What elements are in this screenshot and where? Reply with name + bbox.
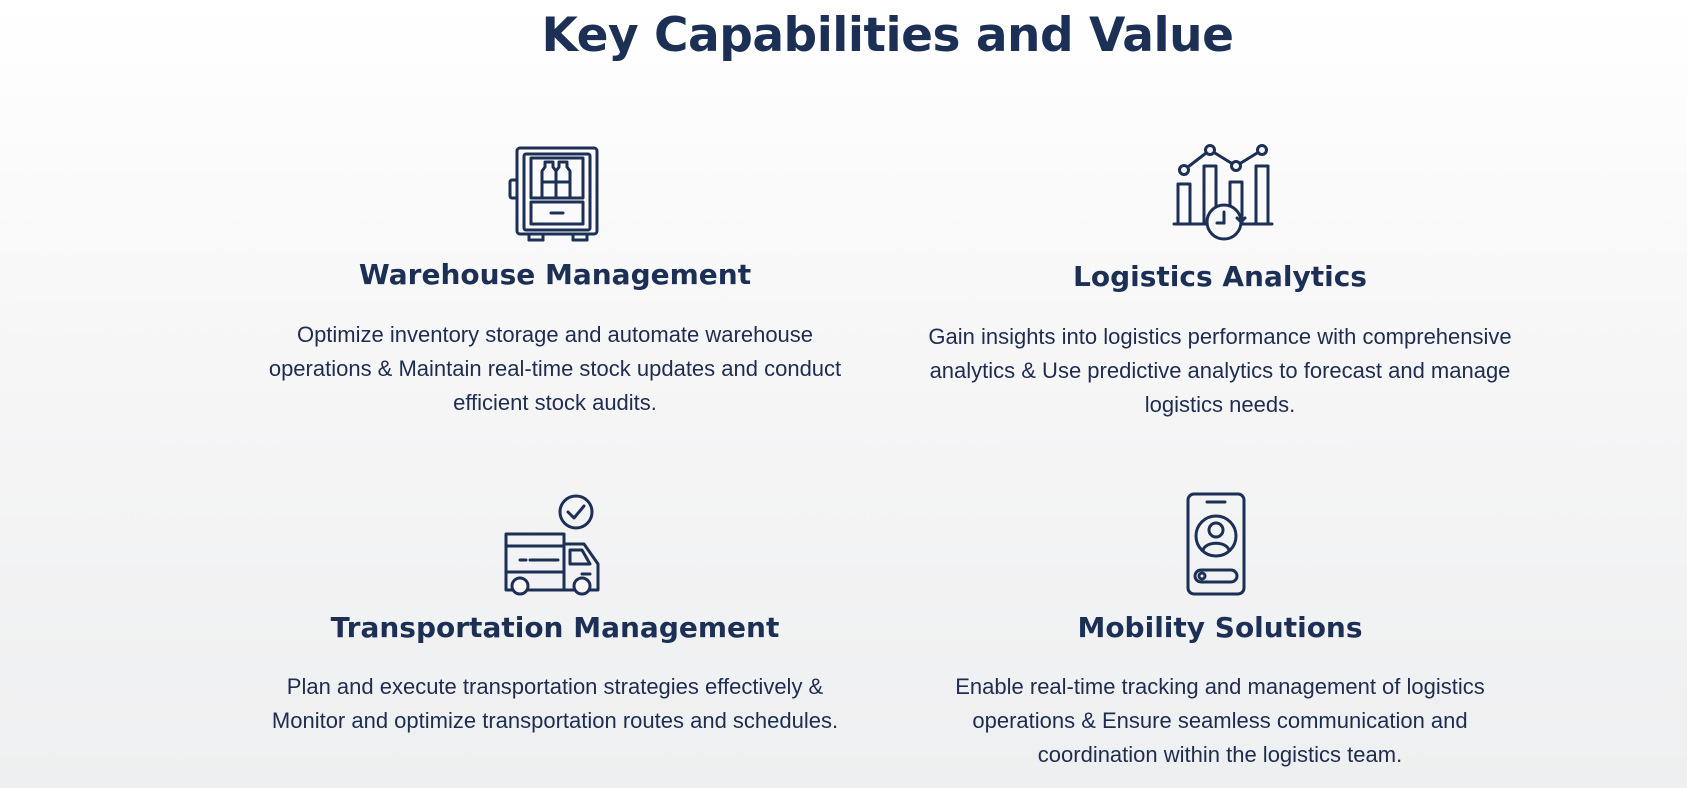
warehouse-fridge-icon [507,144,601,247]
analytics-chart-clock-icon [1172,142,1274,249]
capability-title: Mobility Solutions [1077,611,1363,644]
capability-description: Optimize inventory storage and automate … [268,322,842,415]
capability-description: Enable real-time tracking and management… [955,674,1485,767]
mobile-user-icon [1185,492,1247,601]
page-title: Key Capabilities and Value [541,8,1234,63]
capability-title: Warehouse Management [358,258,752,291]
capability-title: Logistics Analytics [1073,260,1367,293]
capability-description: Gain insights into logistics performance… [928,324,1512,417]
capability-title: Transportation Management [330,611,780,644]
capability-description: Plan and execute transportation strategi… [271,674,839,733]
delivery-truck-check-icon [500,494,606,603]
